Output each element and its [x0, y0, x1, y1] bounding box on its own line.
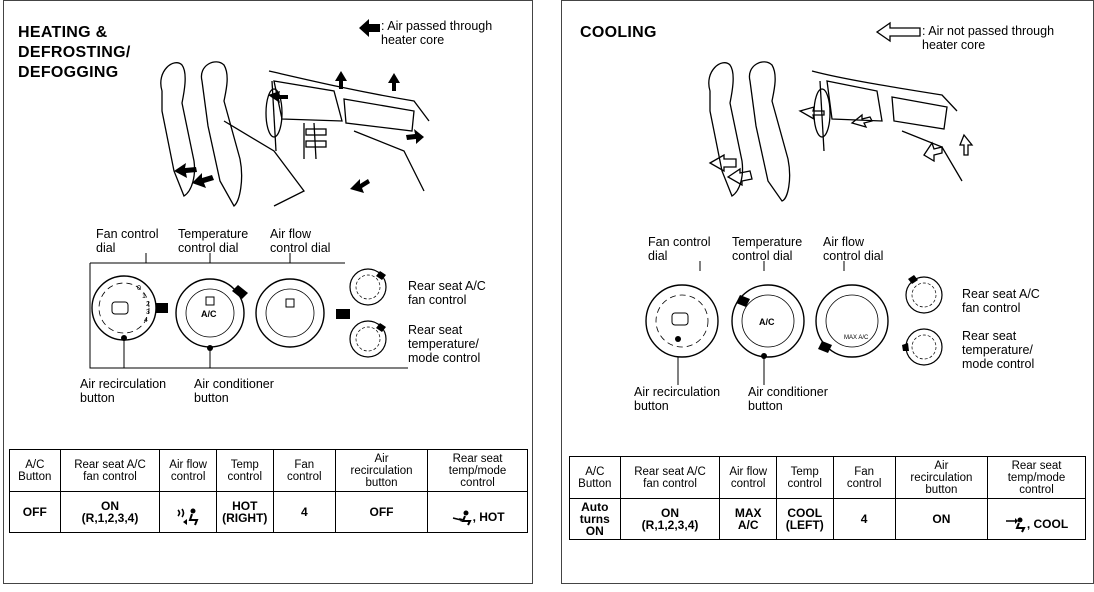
ac-button-label: A/C: [201, 309, 217, 319]
header-air-recirculation: Air recirculation button: [894, 456, 989, 499]
fan-number-3: 3: [146, 309, 150, 316]
air-recirculation-button-label: Air recirculation button: [80, 377, 167, 405]
heating-panel: HEATING & DEFROSTING/ DEFOGGING : Air pa…: [3, 0, 533, 584]
air-flow-control-dial-label: Air flow control dial: [270, 227, 331, 255]
hollow-arrow-icon: [875, 21, 921, 43]
air-recirculation-button-label: Air recirculation button: [634, 385, 721, 413]
header-fan-control: Fan control: [832, 456, 896, 499]
foot-vent-mode-icon: [452, 510, 472, 526]
air-conditioner-button-label: Air conditioner button: [748, 385, 828, 413]
cabin-airflow-illustration: [160, 61, 430, 208]
cooling-panel: COOLING : Air not passed through heater …: [561, 0, 1094, 584]
cooling-settings-table: A/C Button Rear seat A/C fan control Air…: [569, 456, 1086, 540]
value-air-recirculation: ON: [894, 498, 989, 540]
rear-fan-control-knob[interactable]: [905, 275, 943, 314]
table-row: OFF ON (R,1,2,3,4) HOT (RIGHT) 4 OFF: [9, 491, 528, 533]
air-flow-control-dial-label: Air flow control dial: [823, 235, 884, 263]
face-vent-mode-icon: [1005, 517, 1026, 533]
fan-number-1: 1: [142, 293, 146, 300]
heating-title: HEATING & DEFROSTING/ DEFOGGING: [18, 24, 131, 81]
heating-settings-table: A/C Button Rear seat A/C fan control Air…: [9, 449, 528, 533]
fan-number-4: 4: [144, 317, 148, 324]
temperature-control-dial[interactable]: A/C: [731, 284, 805, 359]
value-rear-temp-mode: , COOL: [987, 498, 1086, 540]
air-flow-control-dial[interactable]: [255, 278, 350, 348]
header-rear-temp-mode: Rear seat temp/mode control: [427, 449, 528, 492]
table-header-row: A/C Button Rear seat A/C fan control Air…: [9, 449, 528, 492]
header-temp-control: Temp control: [215, 449, 274, 492]
fan-control-dial-label: Fan control dial: [648, 235, 711, 263]
value-temp-control: COOL (LEFT): [775, 498, 834, 540]
ac-button-label: A/C: [759, 317, 775, 327]
header-rear-fan-control: Rear seat A/C fan control: [619, 456, 721, 499]
fan-control-dial[interactable]: [645, 284, 719, 358]
value-rear-fan-control: ON (R,1,2,3,4): [59, 491, 161, 533]
value-air-flow-control: MAX A/C: [719, 498, 777, 540]
cooling-title: COOLING: [580, 24, 657, 41]
value-ac-button: Auto turns ON: [569, 498, 621, 540]
temperature-control-dial-label: Temperature control dial: [732, 235, 803, 263]
heating-legend-text: : Air passed through heater core: [381, 19, 493, 47]
header-air-flow-control: Air flow control: [719, 456, 777, 499]
header-ac-button: A/C Button: [9, 449, 61, 492]
rear-temp-mode-control-label: Rear seat temperature/ mode control: [408, 323, 481, 365]
fan-control-dial-label: Fan control dial: [96, 227, 159, 255]
foot-defrost-mode-icon: [177, 508, 199, 526]
filled-arrow-icon: [359, 19, 380, 37]
value-ac-button: OFF: [9, 491, 61, 533]
rear-fan-control-label: Rear seat A/C fan control: [962, 287, 1040, 315]
rear-temp-mode-value: , COOL: [1026, 517, 1069, 532]
air-conditioner-button-label: Air conditioner button: [194, 377, 274, 405]
value-temp-control: HOT (RIGHT): [215, 491, 274, 533]
temperature-control-dial-label: Temperature control dial: [178, 227, 249, 255]
cooling-control-panel: A/C MAX A/C: [645, 261, 943, 385]
value-rear-fan-control: ON (R,1,2,3,4): [619, 498, 721, 540]
air-flow-control-dial[interactable]: MAX A/C: [815, 284, 889, 358]
header-rear-fan-control: Rear seat A/C fan control: [59, 449, 161, 492]
header-air-flow-control: Air flow control: [159, 449, 217, 492]
temperature-control-dial[interactable]: A/C: [175, 278, 248, 351]
rear-temp-mode-knob[interactable]: [902, 328, 943, 366]
value-fan-control: 4: [272, 491, 336, 533]
rear-temp-mode-knob[interactable]: [349, 320, 387, 358]
rear-temp-mode-value: , HOT: [472, 510, 505, 525]
fan-number-2: 2: [146, 301, 150, 308]
header-air-recirculation: Air recirculation button: [334, 449, 429, 492]
value-rear-temp-mode: , HOT: [427, 491, 528, 533]
value-air-flow-control: [159, 491, 217, 533]
rear-fan-control-knob[interactable]: [349, 268, 387, 306]
fan-control-dial[interactable]: 0 1 2 3 4: [91, 275, 168, 341]
rear-temp-mode-control-label: Rear seat temperature/ mode control: [962, 329, 1035, 371]
header-fan-control: Fan control: [272, 449, 336, 492]
header-temp-control: Temp control: [775, 456, 834, 499]
value-air-recirculation: OFF: [334, 491, 429, 533]
heating-control-panel: 0 1 2 3 4 A/C: [89, 253, 408, 369]
table-row: Auto turns ON ON (R,1,2,3,4) MAX A/C COO…: [569, 498, 1086, 540]
cooling-legend-text: : Air not passed through heater core: [922, 24, 1055, 52]
table-header-row: A/C Button Rear seat A/C fan control Air…: [569, 456, 1086, 499]
value-fan-control: 4: [832, 498, 896, 540]
rear-fan-control-label: Rear seat A/C fan control: [408, 279, 486, 307]
header-ac-button: A/C Button: [569, 456, 621, 499]
fan-number-0: 0: [137, 285, 141, 292]
cabin-airflow-illustration: [708, 61, 974, 202]
max-ac-label: MAX A/C: [844, 335, 869, 341]
header-rear-temp-mode: Rear seat temp/mode control: [987, 456, 1086, 499]
